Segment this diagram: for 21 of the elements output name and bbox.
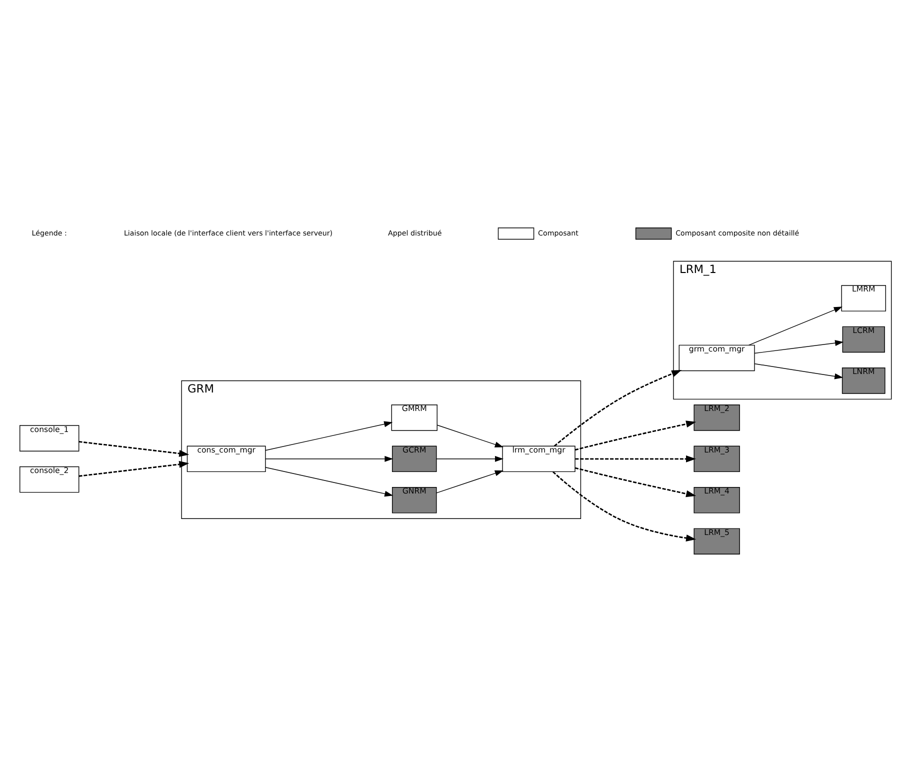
arrow — [574, 420, 696, 451]
arrow — [754, 340, 844, 354]
arrow — [78, 460, 190, 477]
arrow — [265, 421, 393, 451]
arrow — [437, 424, 504, 448]
label: Légende : — [32, 228, 67, 238]
arrow — [748, 306, 842, 346]
legend-label: Composant composite non détaillé — [676, 228, 800, 238]
legend-label: Composant — [538, 228, 578, 238]
legend-label: Appel distribué — [388, 228, 442, 238]
arrow — [265, 467, 394, 497]
legend-label: Liaison locale (de l'interface client vers l'interface serveur) — [124, 228, 333, 238]
arrow — [754, 363, 844, 380]
arrow — [436, 470, 504, 494]
arrow — [575, 455, 696, 462]
arrow — [78, 440, 190, 457]
arrow — [554, 370, 682, 447]
arrow — [265, 456, 394, 462]
arrow — [552, 471, 696, 542]
arrow — [436, 456, 504, 462]
arrow — [574, 467, 696, 498]
